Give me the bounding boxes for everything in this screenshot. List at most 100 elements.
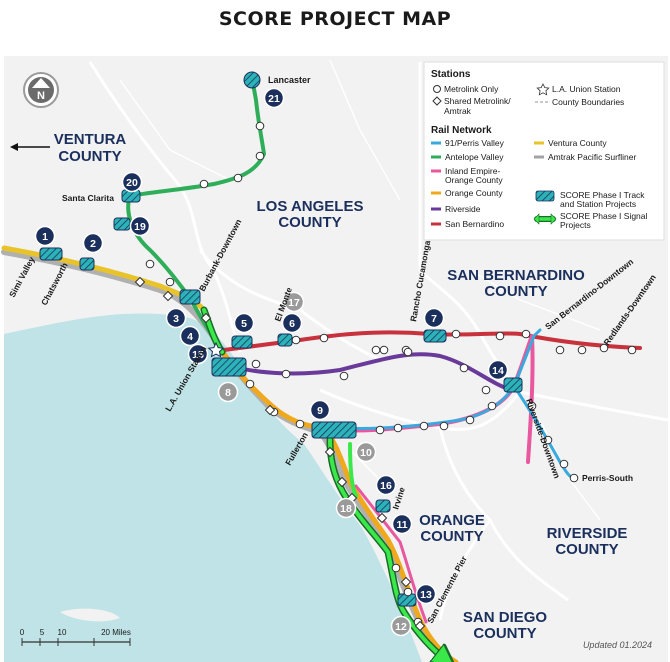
highways [119,59,601,521]
county-sb-line2: COUNTY [484,283,547,300]
riverside-line [228,352,514,392]
marker-number: 21 [268,93,280,105]
legend-line-label: Ventura County [548,138,607,148]
marker-number: 3 [173,313,179,325]
updated-date: Updated 01.2024 [583,640,652,650]
project-marker-6: 6 [281,312,303,334]
marker-number: 14 [492,365,504,377]
track-project-21 [243,71,261,89]
place-perris: Perris-South [582,473,633,483]
marker-circle [187,343,209,365]
legend-shared-symbol [432,96,442,106]
marker-number: 2 [90,238,96,250]
county-orange-line2: COUNTY [420,528,483,545]
scale-tick-5: 5 [40,628,45,637]
metrolink-station [569,473,579,483]
marker-circle [165,307,187,329]
legend-line-label: Inland Empire- [445,166,500,176]
marker-number: 1 [42,231,48,243]
metrolink-station [391,563,401,573]
scale-tick-20: 20 Miles [101,628,131,637]
track-project-15 [211,357,247,377]
marker-circle [281,312,303,334]
county-la-line1: LOS ANGELES [257,198,364,215]
marker-number: 5 [241,318,247,330]
project-marker-17: 17 [283,291,305,313]
shared-station [414,620,426,632]
legend-line-label: Orange County [445,175,503,185]
shared-station [200,312,212,324]
legend-line-label: Riverside [445,204,481,214]
scale-bar: 0 5 10 20 Miles [20,628,131,646]
county-ventura-line2: COUNTY [58,148,121,165]
metrolink-station [319,333,329,343]
track-project-16 [375,499,391,513]
shared-station [376,512,388,524]
legend-signal-line1: SCORE Phase I Signal [560,211,648,221]
metrolink-station [371,345,381,355]
county-sd-line1: SAN DIEGO [463,609,548,626]
legend-shared-line1: Shared Metrolink/ [444,96,511,106]
legend-shared-line2: Amtrak [444,106,472,116]
metrolink-station [419,421,429,431]
track-project-7 [423,329,447,343]
legend-line-label: Amtrak Pacific Surfliner [548,152,636,162]
metrolink-station [295,419,305,429]
project-marker-14: 14 [487,359,509,381]
metrolink-station [487,401,497,411]
project-marker-5: 5 [233,312,255,334]
marker-number: 8 [225,387,231,399]
marker-circle [415,583,437,605]
marker-number: 15 [192,349,204,361]
track-project-1 [39,247,63,261]
marker-circle [423,307,445,329]
metrolink-station [393,423,403,433]
marker-number: 12 [395,621,407,633]
project-marker-11: 11 [391,513,413,535]
legend: Stations Metrolink Only Shared Metrolink… [423,61,665,241]
island [60,608,120,622]
county-boundaries [88,61,669,621]
metrolink-station [145,259,155,269]
metrolink-station [459,363,469,373]
legend-rail-title: Rail Network [431,125,492,136]
marker-number: 17 [288,297,300,309]
shared-station [134,276,146,288]
marker-circle [335,497,357,519]
project-marker-4: 4 [179,325,201,347]
ventura-arrow [10,143,50,151]
metrolink-station [495,331,505,341]
legend-track-line2: and Station Projects [560,199,636,209]
legend-line-label: Antelope Valley [445,152,504,162]
metrolink-station [527,401,537,411]
legend-county-boundaries: County Boundaries [552,97,624,107]
metrolink-station [245,379,255,389]
marker-number: 16 [380,480,392,492]
san-bernardino-line [222,330,642,352]
map-title: SCORE PROJECT MAP [218,8,452,30]
marker-number: 7 [431,313,437,325]
metrolink-station [403,347,413,357]
marker-circle [309,399,331,421]
metrolink-station [577,345,587,355]
shared-station [336,476,348,488]
stations [134,121,637,632]
marker-number: 6 [289,318,295,330]
legend-line-label: Orange County [445,188,503,198]
north-arrow-icon [32,78,50,88]
marker-circle [391,513,413,535]
marker-circle [217,381,239,403]
compass-letter: N [37,90,45,102]
metrolink-station [521,329,531,339]
legend-metrolink-only: Metrolink Only [444,84,499,94]
county-sb-line1: SAN BERNARDINO [447,267,585,284]
metrolink-station [465,415,475,425]
marker-circle [263,87,285,109]
track-project-2 [79,257,95,271]
county-ventura-line1: VENTURA [54,131,127,148]
metrolink-station [403,587,413,597]
project-marker-10: 10 [355,441,377,463]
